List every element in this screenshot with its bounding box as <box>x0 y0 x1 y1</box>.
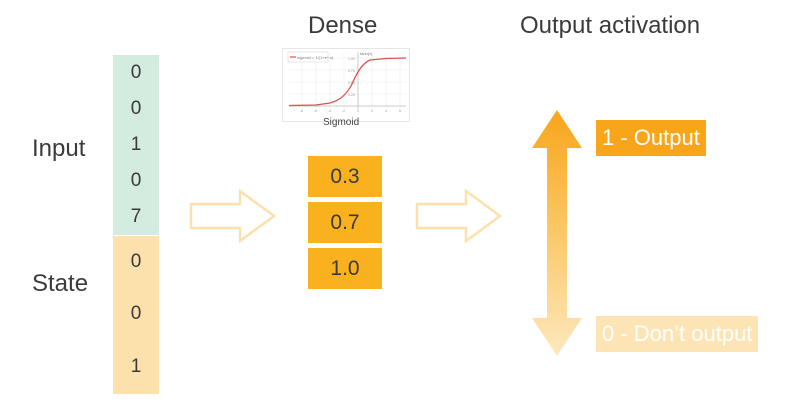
activation-double-arrow <box>532 110 582 356</box>
x-tick: 4 <box>385 109 387 113</box>
vector-cell: 1 <box>113 340 159 394</box>
vector-cell: 0 <box>113 91 159 127</box>
x-tick: -8 <box>300 109 303 113</box>
y-tick: 0.75 <box>348 69 355 73</box>
vector-cell: 1 <box>113 127 159 163</box>
x-tick: -2 <box>342 109 345 113</box>
output-low-label: 0 - Don’t output <box>596 316 759 352</box>
dense-cell: 0.3 <box>308 156 382 197</box>
output-high-label: 1 - Output <box>596 120 706 156</box>
y-tick: 0.25 <box>348 93 355 97</box>
dense-vector: 0.3 0.7 1.0 <box>308 156 382 290</box>
vector-cell: 7 <box>113 199 159 235</box>
dense-cell: 0.7 <box>308 202 382 243</box>
vector-cell: 0 <box>113 288 159 340</box>
dense-cell: 1.0 <box>308 248 382 289</box>
y-tick: 0.50 <box>348 81 355 85</box>
sigmoid-plot: sigmoid = 1/(1+e^-x) tanh(x) 1.00 0.75 0… <box>282 48 410 122</box>
vector-cell: 0 <box>113 236 159 288</box>
x-tick: 6 <box>399 109 401 113</box>
x-tick: -4 <box>328 109 331 113</box>
plot-caption: Sigmoid <box>323 117 360 128</box>
vector-cell: 0 <box>113 55 159 91</box>
x-tick: -6 <box>314 109 317 113</box>
sigmoid-curve <box>288 57 407 107</box>
state-label: State <box>32 270 89 297</box>
flow-arrow-1 <box>189 188 277 244</box>
dense-heading: Dense <box>308 12 378 39</box>
x-tick: 2 <box>371 109 373 113</box>
plot-ylabel: tanh(x) <box>360 51 373 56</box>
output-activation-heading: Output activation <box>520 12 701 39</box>
input-label: Input <box>32 135 86 162</box>
x-tick: 0 <box>357 109 359 113</box>
vector-cell: 0 <box>113 163 159 199</box>
legend-text: sigmoid = 1/(1+e^-x) <box>297 55 334 60</box>
y-tick: 1.00 <box>348 57 355 61</box>
flow-arrow-2 <box>415 188 503 244</box>
